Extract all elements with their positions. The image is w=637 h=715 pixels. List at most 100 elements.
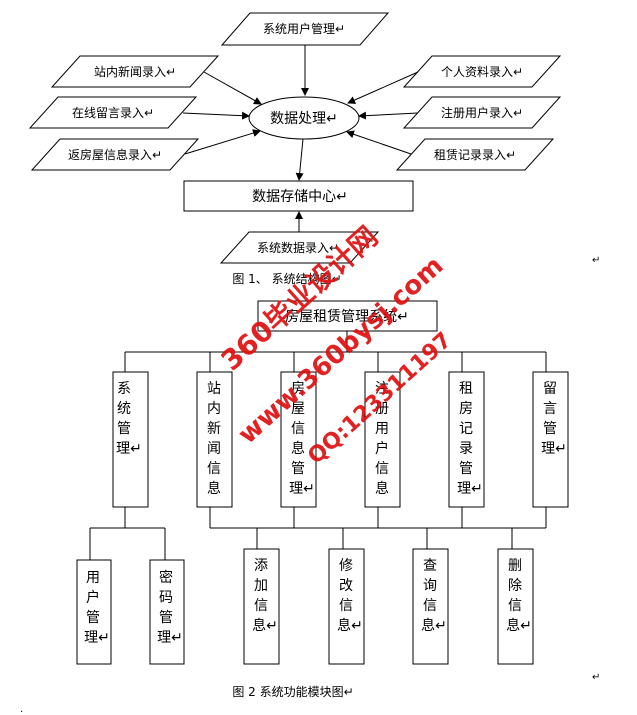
char: 户 xyxy=(375,440,389,457)
char: 改 xyxy=(339,578,353,594)
module-label-3: 房 屋 信 息 管 理↵ xyxy=(289,381,315,497)
char: 管 xyxy=(117,421,131,437)
char: 统 xyxy=(117,401,131,417)
char: 询 xyxy=(423,578,437,594)
char: 言 xyxy=(543,401,557,417)
char: 管 xyxy=(291,461,305,477)
char: 理↵ xyxy=(157,630,183,646)
child-label-query: 查 询 信 息↵ xyxy=(421,558,447,634)
label-right-2: 注册用户录入↵ xyxy=(441,105,523,120)
char: 站 xyxy=(207,381,221,397)
char: 息 xyxy=(375,480,389,497)
char: 房 xyxy=(459,401,473,417)
module-box-3 xyxy=(280,371,317,508)
char: 息 xyxy=(291,440,305,457)
char: 息↵ xyxy=(252,617,278,634)
input-shape-right-3 xyxy=(395,138,555,171)
char: 管 xyxy=(86,610,100,626)
paragraph-mark: ↵ xyxy=(592,672,600,683)
char: 信 xyxy=(508,598,522,614)
label-left-3: 返房屋信息录入↵ xyxy=(68,147,162,162)
child-box-edit xyxy=(328,548,365,665)
child-label-edit: 修 改 信 息↵ xyxy=(337,558,363,634)
char: 留 xyxy=(543,381,557,397)
input-shape-right-2 xyxy=(402,96,562,129)
char: 理↵ xyxy=(116,441,142,457)
char: 内 xyxy=(207,401,221,417)
char: 息↵ xyxy=(337,617,363,634)
child-label-user: 用 户 管 理↵ xyxy=(84,570,110,646)
char: 理↵ xyxy=(84,630,110,646)
label-right-3: 租赁记录录入↵ xyxy=(434,148,516,162)
arrow-left-1 xyxy=(203,71,262,105)
char: 删 xyxy=(508,558,522,574)
root-label: 房屋租赁管理系统↵ xyxy=(285,309,409,325)
figure2 xyxy=(76,300,569,665)
figure1-labels: 系统用户管理↵ 站内新闻录入↵ 在线留言录入↵ 返房屋信息录入↵ 个人资料录入↵… xyxy=(68,21,600,286)
char: 添 xyxy=(254,558,268,574)
char: 息↵ xyxy=(421,617,447,634)
arrow-right-3 xyxy=(346,130,412,155)
arrow-left-3 xyxy=(184,129,261,155)
caption-figure1: 图 1、 系统结构图↵ xyxy=(232,271,341,286)
char: 除 xyxy=(508,578,522,594)
char: 房 xyxy=(291,381,305,397)
module-box-1 xyxy=(112,371,149,508)
char: 管 xyxy=(159,610,173,626)
child-box-user xyxy=(76,559,112,665)
char: 信 xyxy=(291,421,305,437)
child-label-add: 添 加 信 息↵ xyxy=(252,558,278,634)
child-label-delete: 删 除 信 息↵ xyxy=(506,558,532,634)
char: 息↵ xyxy=(506,617,532,634)
stray-mark: . xyxy=(20,704,23,715)
char: 息 xyxy=(207,480,221,497)
child-box-query xyxy=(412,548,449,665)
module-label-2: 站 内 新 闻 信 息 xyxy=(207,381,221,497)
char: 码 xyxy=(159,590,173,606)
caption-figure2: 图 2 系统功能模块图↵ xyxy=(232,685,353,699)
watermark: 360毕业设计网 www.360bysj.com QQ:123311197 xyxy=(215,220,457,470)
paragraph-mark: ↵ xyxy=(592,255,600,266)
char: 加 xyxy=(254,578,268,594)
label-left-1: 站内新闻录入↵ xyxy=(94,64,176,79)
module-label-1: 系 统 管 理↵ xyxy=(116,381,142,457)
arrow-down-to-storage xyxy=(295,138,304,181)
char: 户 xyxy=(86,589,100,606)
char: 记 xyxy=(459,421,473,437)
char: 管 xyxy=(459,461,473,477)
child-box-add xyxy=(243,548,280,665)
char: 用 xyxy=(375,421,389,437)
char: 信 xyxy=(254,598,268,614)
arrow-right-2 xyxy=(358,111,419,120)
char: 密 xyxy=(159,569,173,586)
module-label-5: 租 房 记 录 管 理↵ xyxy=(457,381,483,497)
input-shape-left-1 xyxy=(50,55,220,88)
label-center: 数据处理↵ xyxy=(270,111,338,127)
input-shape-right-1 xyxy=(402,55,562,88)
arrow-left-2 xyxy=(182,111,250,120)
char: 理↵ xyxy=(457,481,483,497)
child-label-password: 密 码 管 理↵ xyxy=(157,569,183,646)
char: 录 xyxy=(459,441,473,457)
module-box-5 xyxy=(448,371,485,508)
input-shape-top xyxy=(220,12,390,46)
char: 用 xyxy=(86,570,100,586)
input-shape-left-2 xyxy=(28,96,198,129)
char: 修 xyxy=(339,558,353,574)
char: 理↵ xyxy=(541,441,567,457)
input-shape-bottom xyxy=(219,231,380,264)
figure2-labels: 房屋租赁管理系统↵ 系 统 管 理↵ 站 内 新 闻 信 息 房 屋 信 息 管… xyxy=(20,309,600,715)
arrow-right-1 xyxy=(347,71,419,104)
module-box-2 xyxy=(196,371,233,508)
char: 信 xyxy=(423,598,437,614)
child-box-delete xyxy=(497,548,534,665)
module-label-6: 留 言 管 理↵ xyxy=(541,381,567,457)
figure1 xyxy=(28,12,562,264)
char: 信 xyxy=(339,598,353,614)
char: 理↵ xyxy=(289,481,315,497)
label-left-2: 在线留言录入↵ xyxy=(72,106,154,120)
module-box-4 xyxy=(364,371,401,508)
char: 系 xyxy=(117,381,131,397)
char: 屋 xyxy=(291,401,305,417)
